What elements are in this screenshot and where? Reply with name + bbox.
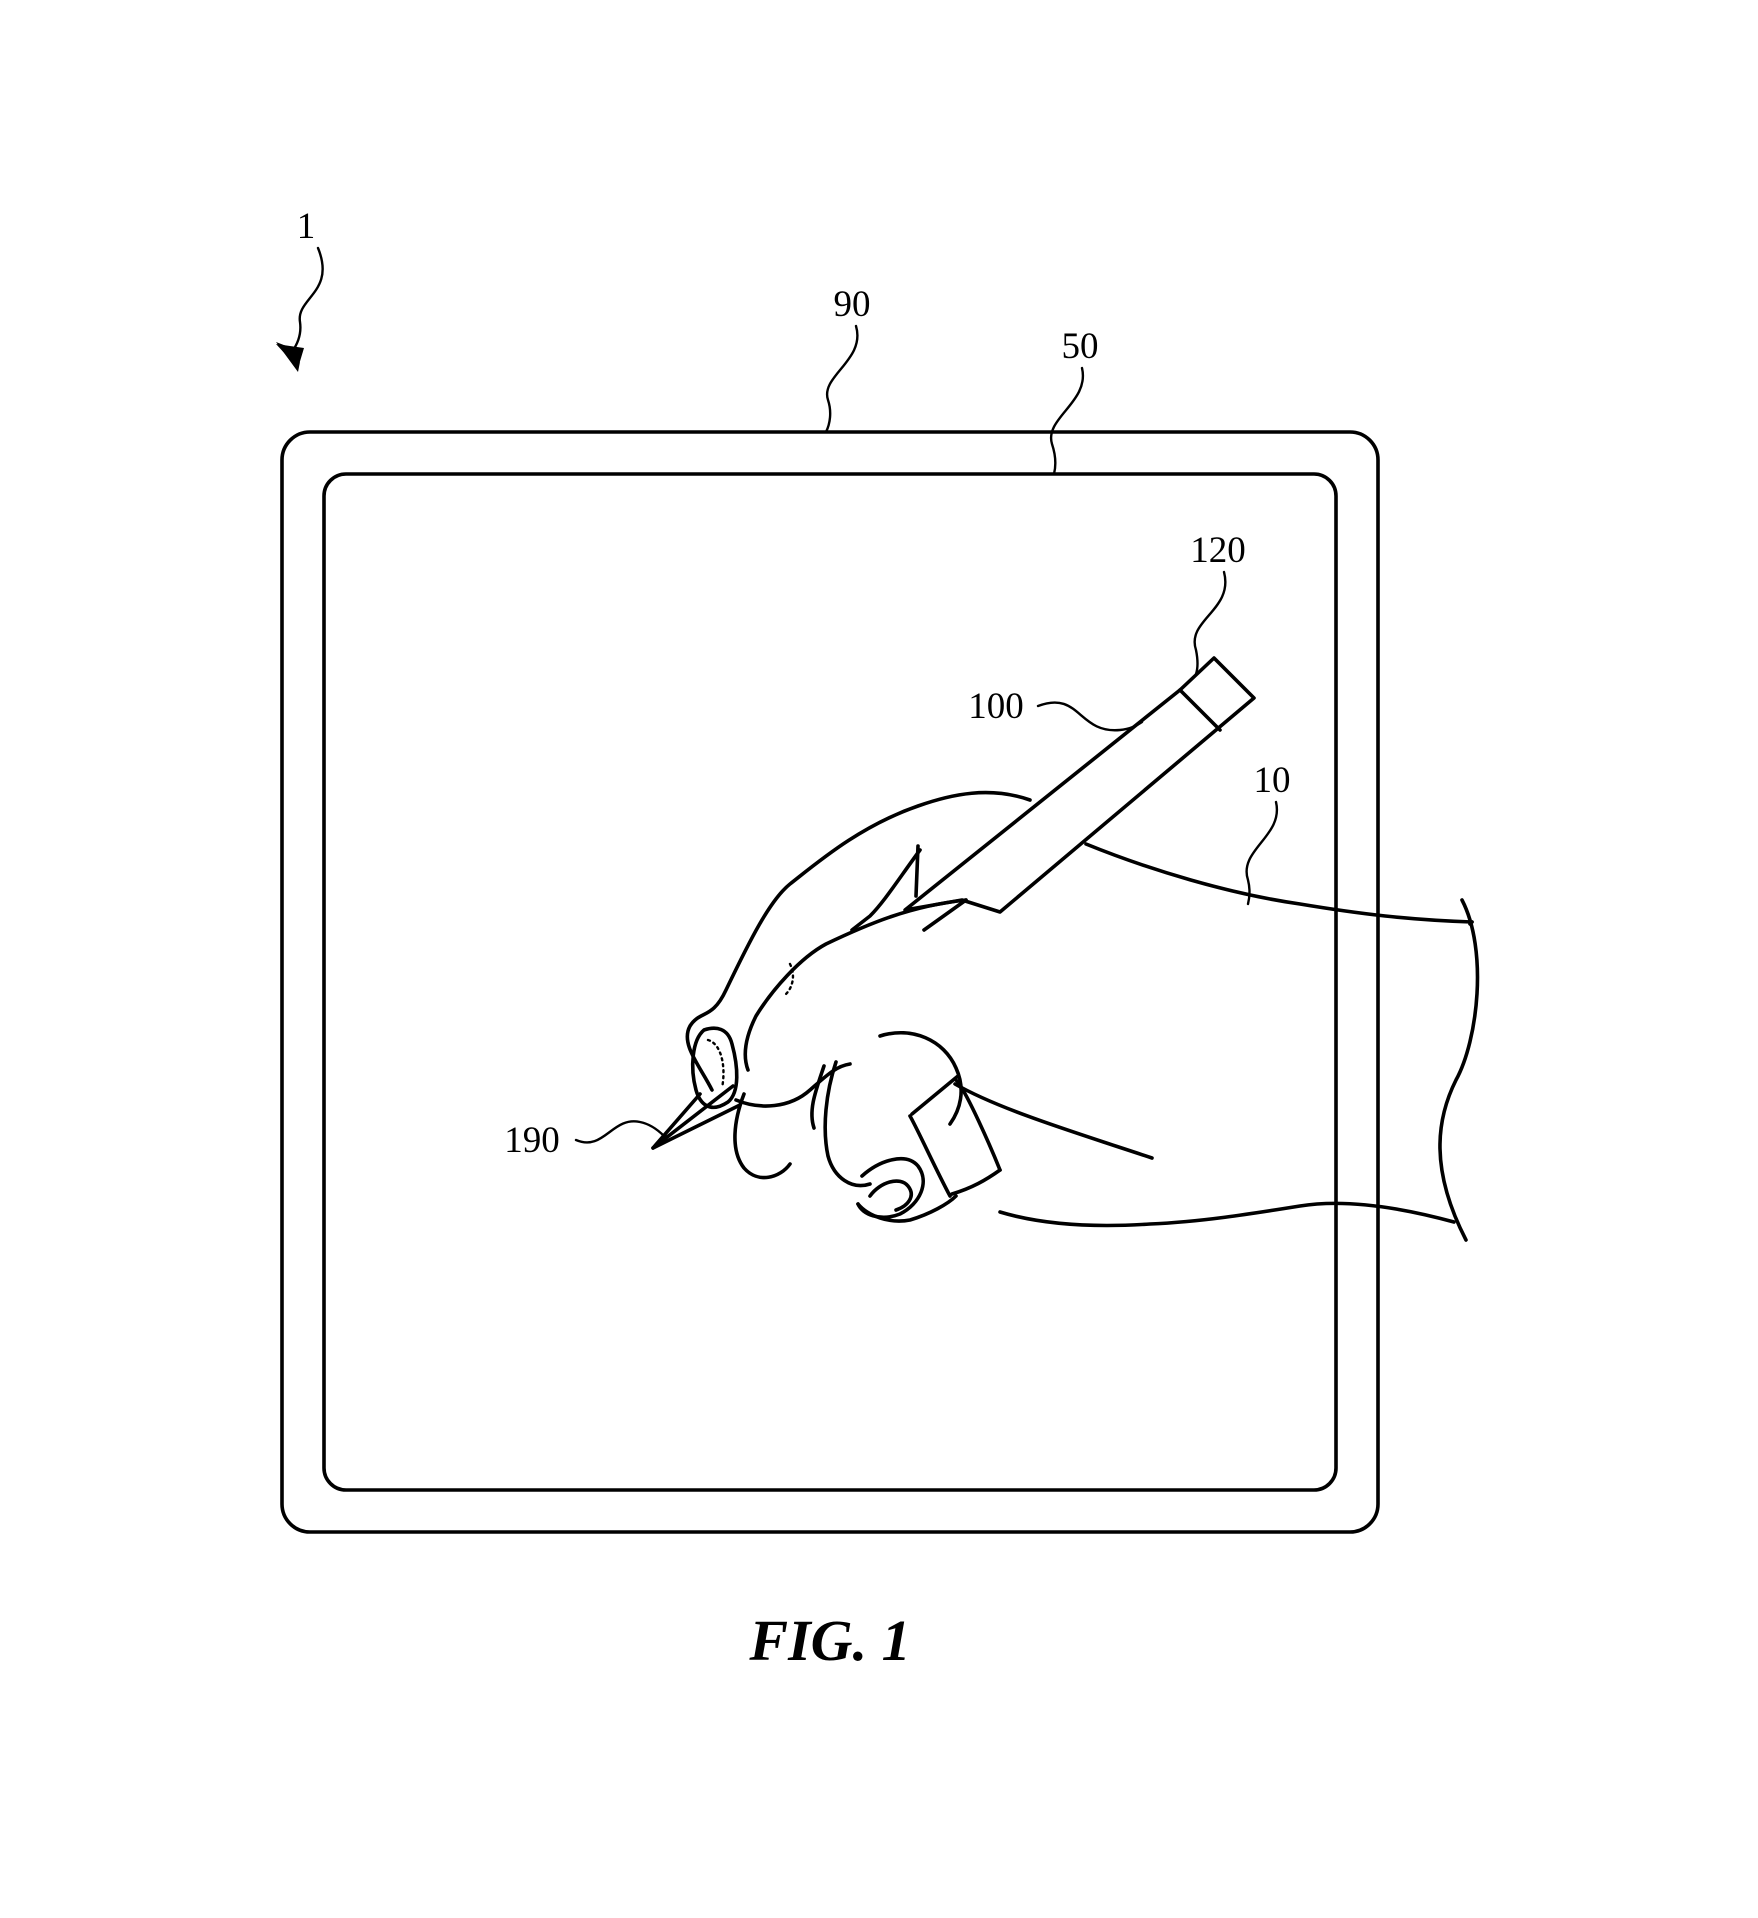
stylus-tip [653,1086,733,1148]
ref-leader-housing [826,326,857,432]
hand-drawing [687,793,1477,1240]
stylus-body [905,658,1254,912]
ref-label-stylus: 100 [968,686,1024,727]
ref-label-system: 1 [297,206,316,247]
ref-label-housing: 90 [834,284,871,325]
ref-leader-stylus [1038,702,1142,730]
stylus-cap-divider [1180,690,1220,730]
ref-leader-hand [1247,802,1277,904]
ref-leader-display [1051,368,1083,474]
ref-arrow-system [292,248,323,352]
ref-label-hand: 10 [1254,760,1291,801]
device-display [324,474,1336,1490]
ref-leader-tip [576,1121,664,1142]
ref-label-display: 50 [1062,326,1099,367]
ref-label-stylus-cap: 120 [1190,530,1246,571]
ref-leader-stylus-cap [1195,572,1226,674]
figure-caption: FIG. 1 [748,1608,910,1673]
ref-label-tip: 190 [504,1120,560,1161]
device-housing [282,432,1378,1532]
stylus-tip-edge [653,1105,740,1148]
